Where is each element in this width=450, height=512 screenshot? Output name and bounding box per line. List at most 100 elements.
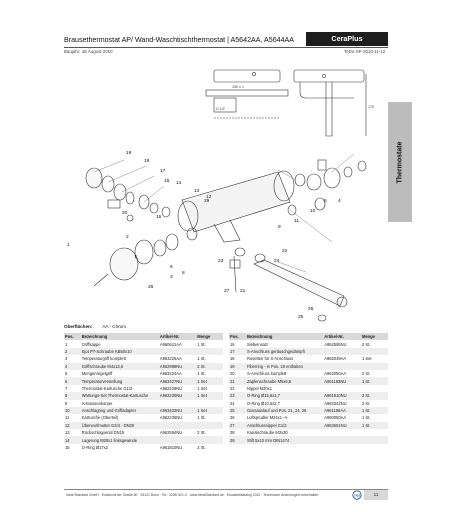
cell-pos: 23 (229, 392, 246, 400)
col-pos: Pos. (229, 333, 246, 341)
cell-article: A963226AA (159, 356, 182, 362)
callout-2: 2 (126, 234, 129, 240)
cell-qty: 2 St. (197, 430, 206, 436)
cell-name: Fiberring - in Pos. 18 enthalten (245, 362, 324, 370)
cell-qty: 1 St. (197, 371, 206, 377)
cell-pos: 12 (64, 421, 81, 430)
cell-article: A960641AA (159, 341, 182, 347)
document-title: Brausethermostat AP/ Wand-Waschtischther… (64, 36, 295, 44)
dim-width: 150 ± 1 (232, 85, 244, 89)
callout-3: 3 (170, 274, 173, 280)
cell-article: A962049AA (324, 356, 347, 362)
callout-26: 26 (308, 306, 314, 312)
exploded-parts-drawing: G 1/2 150 ± 1 170 (67, 69, 374, 322)
callout-25: 25 (298, 314, 304, 320)
cell-qty: 1 St. (360, 406, 388, 415)
leader-lines (93, 153, 355, 273)
cell-name: Temperaturgriff komplett (81, 356, 126, 362)
cell-pos: 6 (64, 377, 81, 385)
cell-pos: 25 (229, 406, 246, 415)
cell-name: Stift 5x10 mm DIN1474 (245, 436, 324, 444)
cell-name: Ejot PT-Schraube KB50x10 (80, 347, 159, 356)
cell-name: Überwurfmutter G3/4 - DN30 (80, 421, 159, 430)
cell-pos: 24 (230, 400, 235, 406)
cell-article (323, 429, 361, 436)
cell-pos: 18 (230, 356, 235, 362)
callout-12: 12 (206, 194, 212, 200)
cell-name: Wartungs-Set Thermostat-Kartusche (80, 392, 159, 400)
cell-name: Gussauslauf und Pos. 21, 24, 26 (245, 406, 324, 415)
cell-article: A961810NU (159, 445, 183, 451)
cell-name: Anschlagring und Griffadapter (80, 406, 159, 415)
cell-name: Kanalschraube M3x30 (246, 430, 288, 436)
cell-pos: 9 (65, 400, 68, 406)
cell-article (323, 347, 361, 356)
cell-article: A962236NU (159, 415, 183, 421)
callout-1: 1 (67, 242, 70, 248)
cell-article (159, 400, 196, 407)
cell-article: A963651NU (323, 421, 361, 430)
cell-pos: 16 (230, 341, 235, 347)
cell-qty: 1 St. (197, 356, 206, 362)
section-tab-label: Thermostate (396, 140, 404, 184)
cell-article (323, 436, 361, 444)
ideal-standard-logo: Ideal (352, 490, 362, 500)
cell-qty: 2 St. (361, 341, 371, 347)
callout-7: 7 (134, 254, 137, 260)
cell-qty: 1 St. (360, 377, 388, 385)
callout-13: 13 (194, 188, 200, 194)
cell-article (158, 436, 197, 444)
cell-qty: 1 Set (196, 377, 223, 385)
col-qty: Menge (196, 333, 223, 341)
callout-20: 20 (122, 210, 128, 216)
cell-name: Anschlussnippel G1/2 (245, 421, 324, 430)
callout-27: 27 (224, 288, 230, 294)
cell-name: Luftsprudler M24x1 -A- (246, 415, 289, 421)
armature-body (177, 170, 295, 243)
cell-qty (361, 385, 388, 392)
callout-16: 16 (164, 178, 170, 184)
cell-article (323, 385, 361, 392)
col-name: Bezeichnung (245, 333, 324, 341)
table-header-row: Pos. Bezeichnung Artikel-Nr. Menge (229, 333, 388, 341)
col-article: Artikel-Nr. (158, 333, 197, 341)
date-value: ab August 2010 (82, 49, 113, 54)
cell-pos: 10 (64, 406, 81, 415)
cell-pos: 28 (230, 430, 235, 436)
cell-name: Kartusche (Oberteil) (81, 415, 119, 421)
cell-article: A961183NU (323, 377, 361, 385)
cell-article: A962594NU (159, 430, 183, 436)
cell-qty (196, 421, 223, 430)
cell-name: Rosetten für S-Anschluss (246, 356, 294, 362)
cell-pos: 17 (229, 347, 246, 356)
cell-qty (196, 347, 223, 356)
cell-qty (361, 429, 388, 436)
cell-pos: 15 (65, 445, 70, 451)
cell-qty: 2 St. (196, 362, 223, 370)
table-row: 16 Siebeinsatz A962595NU 2 St. (229, 340, 388, 347)
cell-name: Siebeinsatz (246, 341, 269, 347)
cell-article: A962595NU (324, 341, 347, 347)
cell-qty: 1 Set (197, 385, 207, 391)
callout-15: 15 (156, 214, 162, 220)
cell-qty: 1 St. (360, 421, 388, 430)
callout-24: 24 (274, 258, 280, 264)
cell-name: Thermostat-Kartusche G1/2 (81, 385, 133, 391)
cell-pos: 5 (65, 371, 68, 377)
page-number: 11 (364, 490, 388, 500)
cell-name: O-Ring Ø10,6x2,7 (246, 400, 280, 406)
